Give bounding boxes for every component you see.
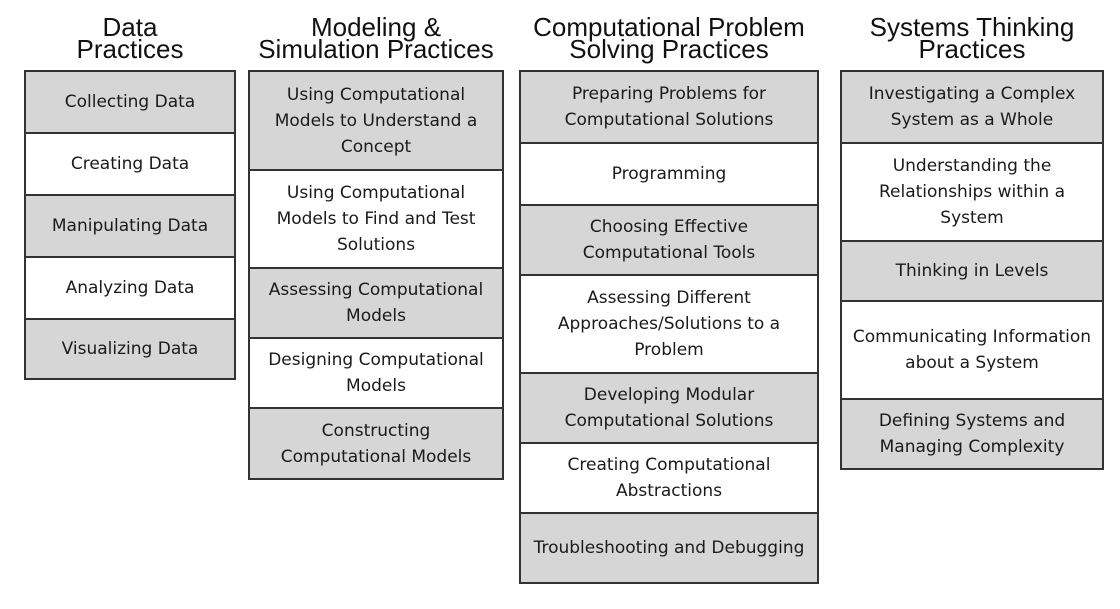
- practice-stack: Investigating a Complex System as a Whol…: [840, 70, 1104, 470]
- practice-thinking-in-levels: Thinking in Levels: [842, 240, 1102, 300]
- practice-collecting-data: Collecting Data: [26, 72, 234, 132]
- column-title-computational-problem-solving: Computational Problem Solving Practices: [479, 12, 859, 64]
- practice-defining-systems: Defining Systems and Managing Complexity: [842, 398, 1102, 468]
- practice-using-models-find-test-solutions: Using Computational Models to Find and T…: [250, 169, 502, 267]
- column-title-line: Simulation Practices: [258, 34, 494, 64]
- column-title-systems-thinking: Systems Thinking Practices: [800, 12, 1120, 64]
- practice-developing-modular-solutions: Developing Modular Computational Solutio…: [521, 372, 817, 442]
- practice-constructing-models: Constructing Computational Models: [250, 407, 502, 478]
- column-title-data-practices: Data Practices: [0, 12, 276, 64]
- practice-creating-data: Creating Data: [26, 132, 234, 194]
- column-title-line: Practices: [918, 34, 1026, 64]
- column-title-line: Data: [102, 12, 158, 42]
- column-title-line: Computational Problem: [533, 12, 805, 42]
- column-title-line: Modeling &: [310, 12, 442, 42]
- practice-designing-models: Designing Computational Models: [250, 337, 502, 407]
- practice-communicating-information: Communicating Information about a System: [842, 300, 1102, 398]
- column-title-modeling-simulation: Modeling & Simulation Practices: [208, 12, 544, 64]
- column-title-line: Systems Thinking: [869, 12, 1075, 42]
- practice-troubleshooting-debugging: Troubleshooting and Debugging: [521, 512, 817, 582]
- practice-visualizing-data: Visualizing Data: [26, 318, 234, 378]
- practice-stack: Using Computational Models to Understand…: [248, 70, 504, 480]
- practice-investigating-complex-system: Investigating a Complex System as a Whol…: [842, 72, 1102, 142]
- practice-choosing-tools: Choosing Effective Computational Tools: [521, 204, 817, 274]
- column-title-line: Practices: [76, 34, 184, 64]
- practice-analyzing-data: Analyzing Data: [26, 256, 234, 318]
- practice-programming: Programming: [521, 142, 817, 204]
- practice-manipulating-data: Manipulating Data: [26, 194, 234, 256]
- practice-understanding-relationships: Understanding the Relationships within a…: [842, 142, 1102, 240]
- practice-assessing-models: Assessing Computational Models: [250, 267, 502, 337]
- column-title-line: Solving Practices: [569, 34, 769, 64]
- practice-creating-abstractions: Creating Computational Abstractions: [521, 442, 817, 512]
- practice-assessing-approaches: Assessing Different Approaches/Solutions…: [521, 274, 817, 372]
- practice-stack: Collecting Data Creating Data Manipulati…: [24, 70, 236, 380]
- practice-using-models-understand-concept: Using Computational Models to Understand…: [250, 72, 502, 169]
- practice-stack: Preparing Problems for Computational Sol…: [519, 70, 819, 584]
- practice-preparing-problems: Preparing Problems for Computational Sol…: [521, 72, 817, 142]
